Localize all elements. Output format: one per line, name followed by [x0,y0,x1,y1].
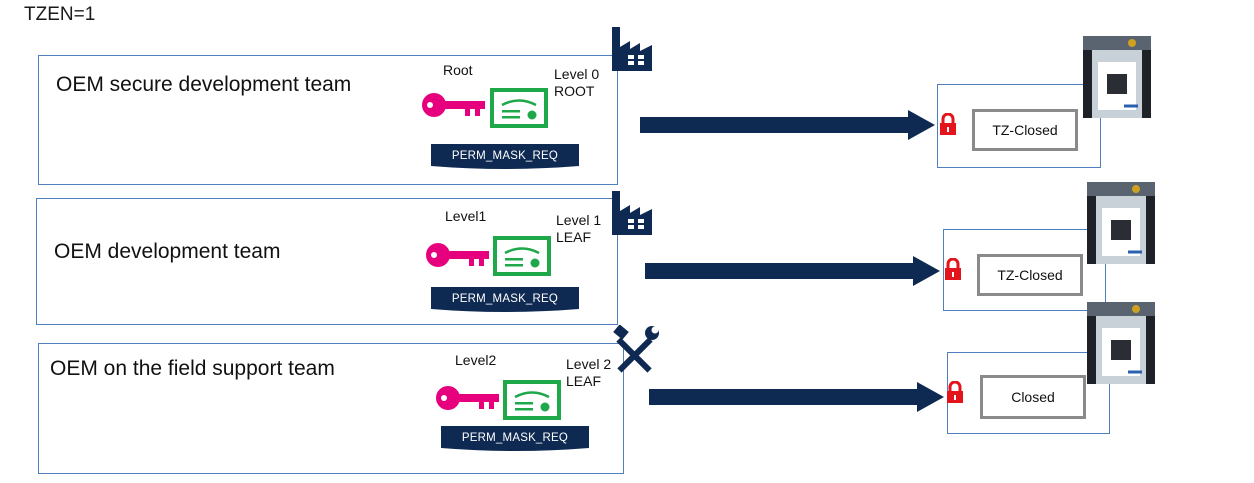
board-icon [1084,300,1158,391]
perm-mask-label: PERM_MASK_REQ [451,293,559,305]
perm-mask-req-banner: PERM_MASK_REQ [441,426,589,456]
lock-icon [939,112,957,140]
level-label: Level 1 LEAF [556,212,601,246]
perm-mask-req-banner: PERM_MASK_REQ [431,144,579,174]
key-icon [435,385,501,416]
lock-icon [944,257,962,285]
level-label: Level 2 LEAF [566,356,611,390]
board-icon [1084,180,1158,271]
key-label: Level1 [445,208,487,224]
device-state: Closed [980,375,1086,419]
key-label: Level2 [455,352,497,368]
device-state: TZ-Closed [977,254,1083,296]
perm-mask-req-banner: PERM_MASK_REQ [431,287,579,317]
key-label: Root [443,62,473,78]
board-icon [1080,34,1154,125]
tools-icon [611,324,659,380]
key-icon [425,242,491,273]
lock-icon [946,380,964,408]
level-number: Level 0 [554,66,600,82]
factory-icon [610,189,654,240]
team-name: OEM on the field support team [50,357,335,380]
flow-arrow [649,382,944,417]
device-state: TZ-Closed [972,109,1078,151]
factory-icon [610,25,654,76]
flow-arrow [640,110,935,145]
certificate-icon [493,236,551,281]
flow-arrow [645,256,940,291]
level-type: ROOT [554,83,595,99]
certificate-icon [490,88,548,133]
level-type: LEAF [566,373,602,389]
perm-mask-label: PERM_MASK_REQ [451,150,559,162]
perm-mask-label: PERM_MASK_REQ [461,432,569,444]
level-number: Level 2 [566,356,612,372]
certificate-icon [503,380,561,425]
team-name: OEM development team [54,240,281,263]
page-title: TZEN=1 [24,4,96,25]
team-name: OEM secure development team [56,73,352,96]
key-icon [421,92,487,123]
level-number: Level 1 [556,212,602,228]
level-label: Level 0 ROOT [554,66,599,100]
level-type: LEAF [556,229,592,245]
